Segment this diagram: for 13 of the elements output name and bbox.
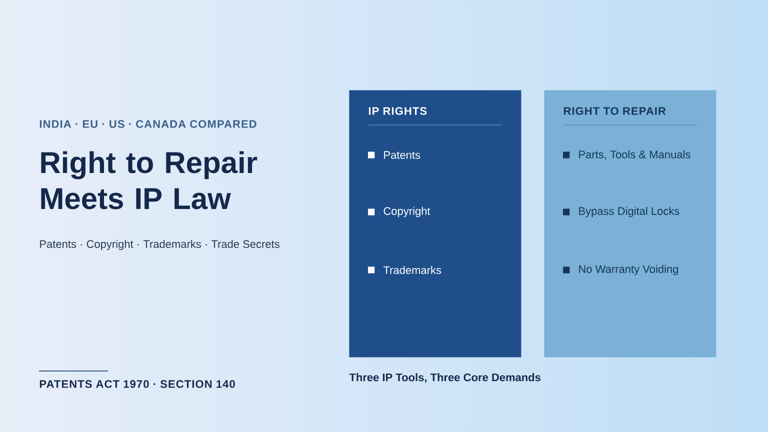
list-item: Bypass Digital Locks — [579, 206, 680, 218]
title: Right to Repair Meets IP Law — [41, 151, 258, 210]
footer-note: PATENTS ACT 1970 · SECTION 140 — [40, 380, 235, 388]
caption: Three IP Tools, Three Core Demands — [349, 373, 540, 383]
list-item: No Warranty Voiding — [579, 264, 678, 276]
list-item: Copyright — [384, 206, 430, 218]
list-item: Trademarks — [383, 266, 442, 274]
panel-heading: RIGHT TO REPAIR — [564, 107, 666, 115]
subtitle: INDIA · EU · US · CANADA COMPARED — [40, 120, 256, 128]
panel-heading: IP RIGHTS — [368, 107, 427, 115]
list-item: Parts, Tools & Manuals — [579, 150, 690, 160]
topic-list: Patents · Copyright · Trademarks · Trade Secrets — [40, 240, 280, 250]
list-item: Patents — [384, 151, 420, 159]
